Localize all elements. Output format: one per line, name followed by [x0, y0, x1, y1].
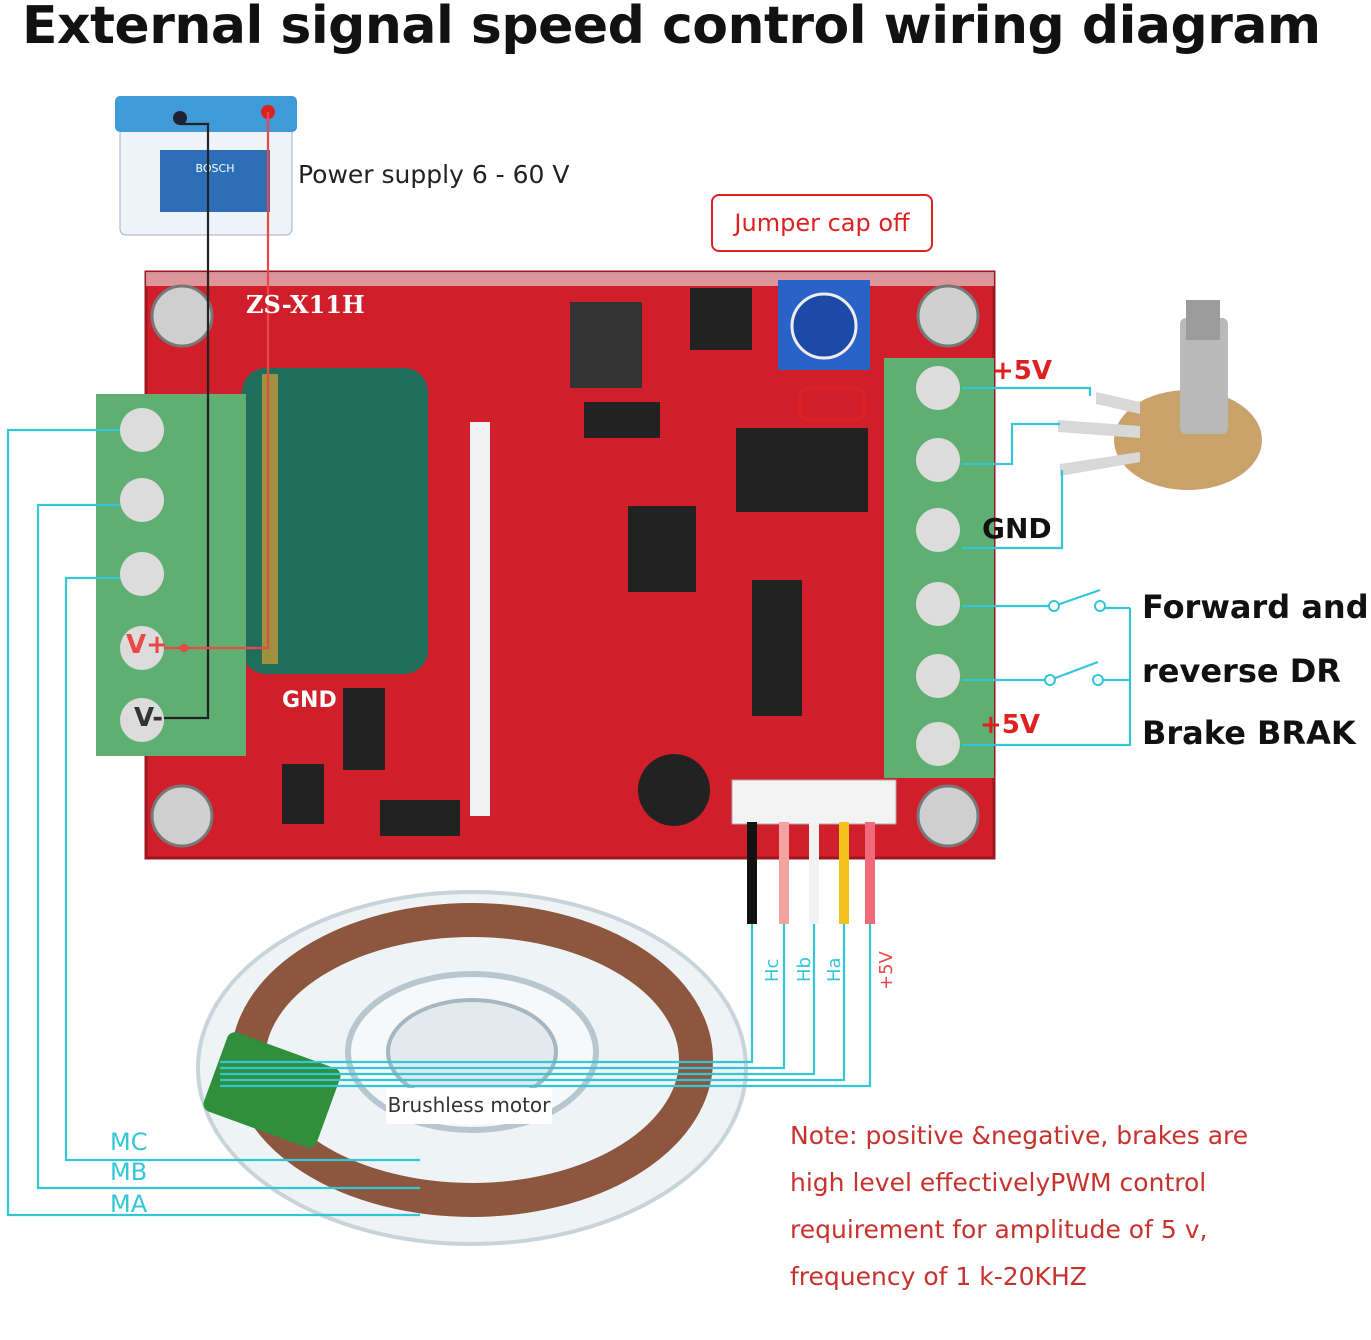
- signal-terminal-block: [884, 358, 994, 778]
- v-plus-label: V+: [126, 630, 168, 660]
- plus5v-bottom-label: +5V: [980, 710, 1040, 740]
- note-line: requirement for amplitude of 5 v,: [790, 1215, 1208, 1244]
- brushless-motor-label: Brushless motor: [386, 1088, 552, 1124]
- power-supply-label: Power supply 6 - 60 V: [298, 160, 570, 189]
- battery-icon: BOSCH: [115, 96, 297, 236]
- potentiometer-icon: [1058, 300, 1262, 490]
- note-line: Note: positive &negative, brakes are: [790, 1121, 1249, 1150]
- board-model-label: ZS-X11H: [246, 290, 365, 319]
- v-minus-label: V-: [134, 703, 164, 733]
- gnd-right-label: GND: [982, 512, 1052, 545]
- pcb-gnd-label: GND: [282, 688, 337, 713]
- hall-wire-label-hc: Hc: [762, 958, 783, 982]
- board-components: [282, 280, 897, 836]
- capacitor: [242, 368, 428, 674]
- svg-text:BOSCH: BOSCH: [196, 162, 235, 175]
- phase-label-ma: MA: [110, 1190, 148, 1218]
- switch-contacts: [1044, 600, 1106, 686]
- jumper-label: Jumper cap off: [711, 194, 933, 252]
- phase-label-mb: MB: [110, 1158, 148, 1186]
- plus5v-top-label: +5V: [992, 356, 1052, 386]
- phase-label-mc: MC: [110, 1128, 148, 1156]
- signal-wiring: [6, 386, 1132, 1217]
- forward-reverse-label-1: Forward and: [1142, 588, 1369, 626]
- note-line: frequency of 1 k-20KHZ: [790, 1262, 1087, 1291]
- hall-wire-label-ha: Ha: [824, 957, 845, 982]
- forward-reverse-label-2: reverse DR: [1142, 652, 1341, 690]
- note-text: Note: positive &negative, brakes are hig…: [790, 1112, 1350, 1300]
- power-wires: [164, 112, 270, 720]
- hall-wire-label-5v: +5V: [876, 951, 897, 990]
- power-terminal-block: [96, 394, 246, 756]
- hall-cables: [747, 822, 875, 924]
- note-line: high level effectivelyPWM control: [790, 1168, 1207, 1197]
- brake-label: Brake BRAK: [1142, 714, 1356, 752]
- page-title: External signal speed control wiring dia…: [22, 0, 1321, 56]
- hall-wire-label-hb: Hb: [794, 957, 815, 982]
- mounting-screws: [150, 284, 980, 848]
